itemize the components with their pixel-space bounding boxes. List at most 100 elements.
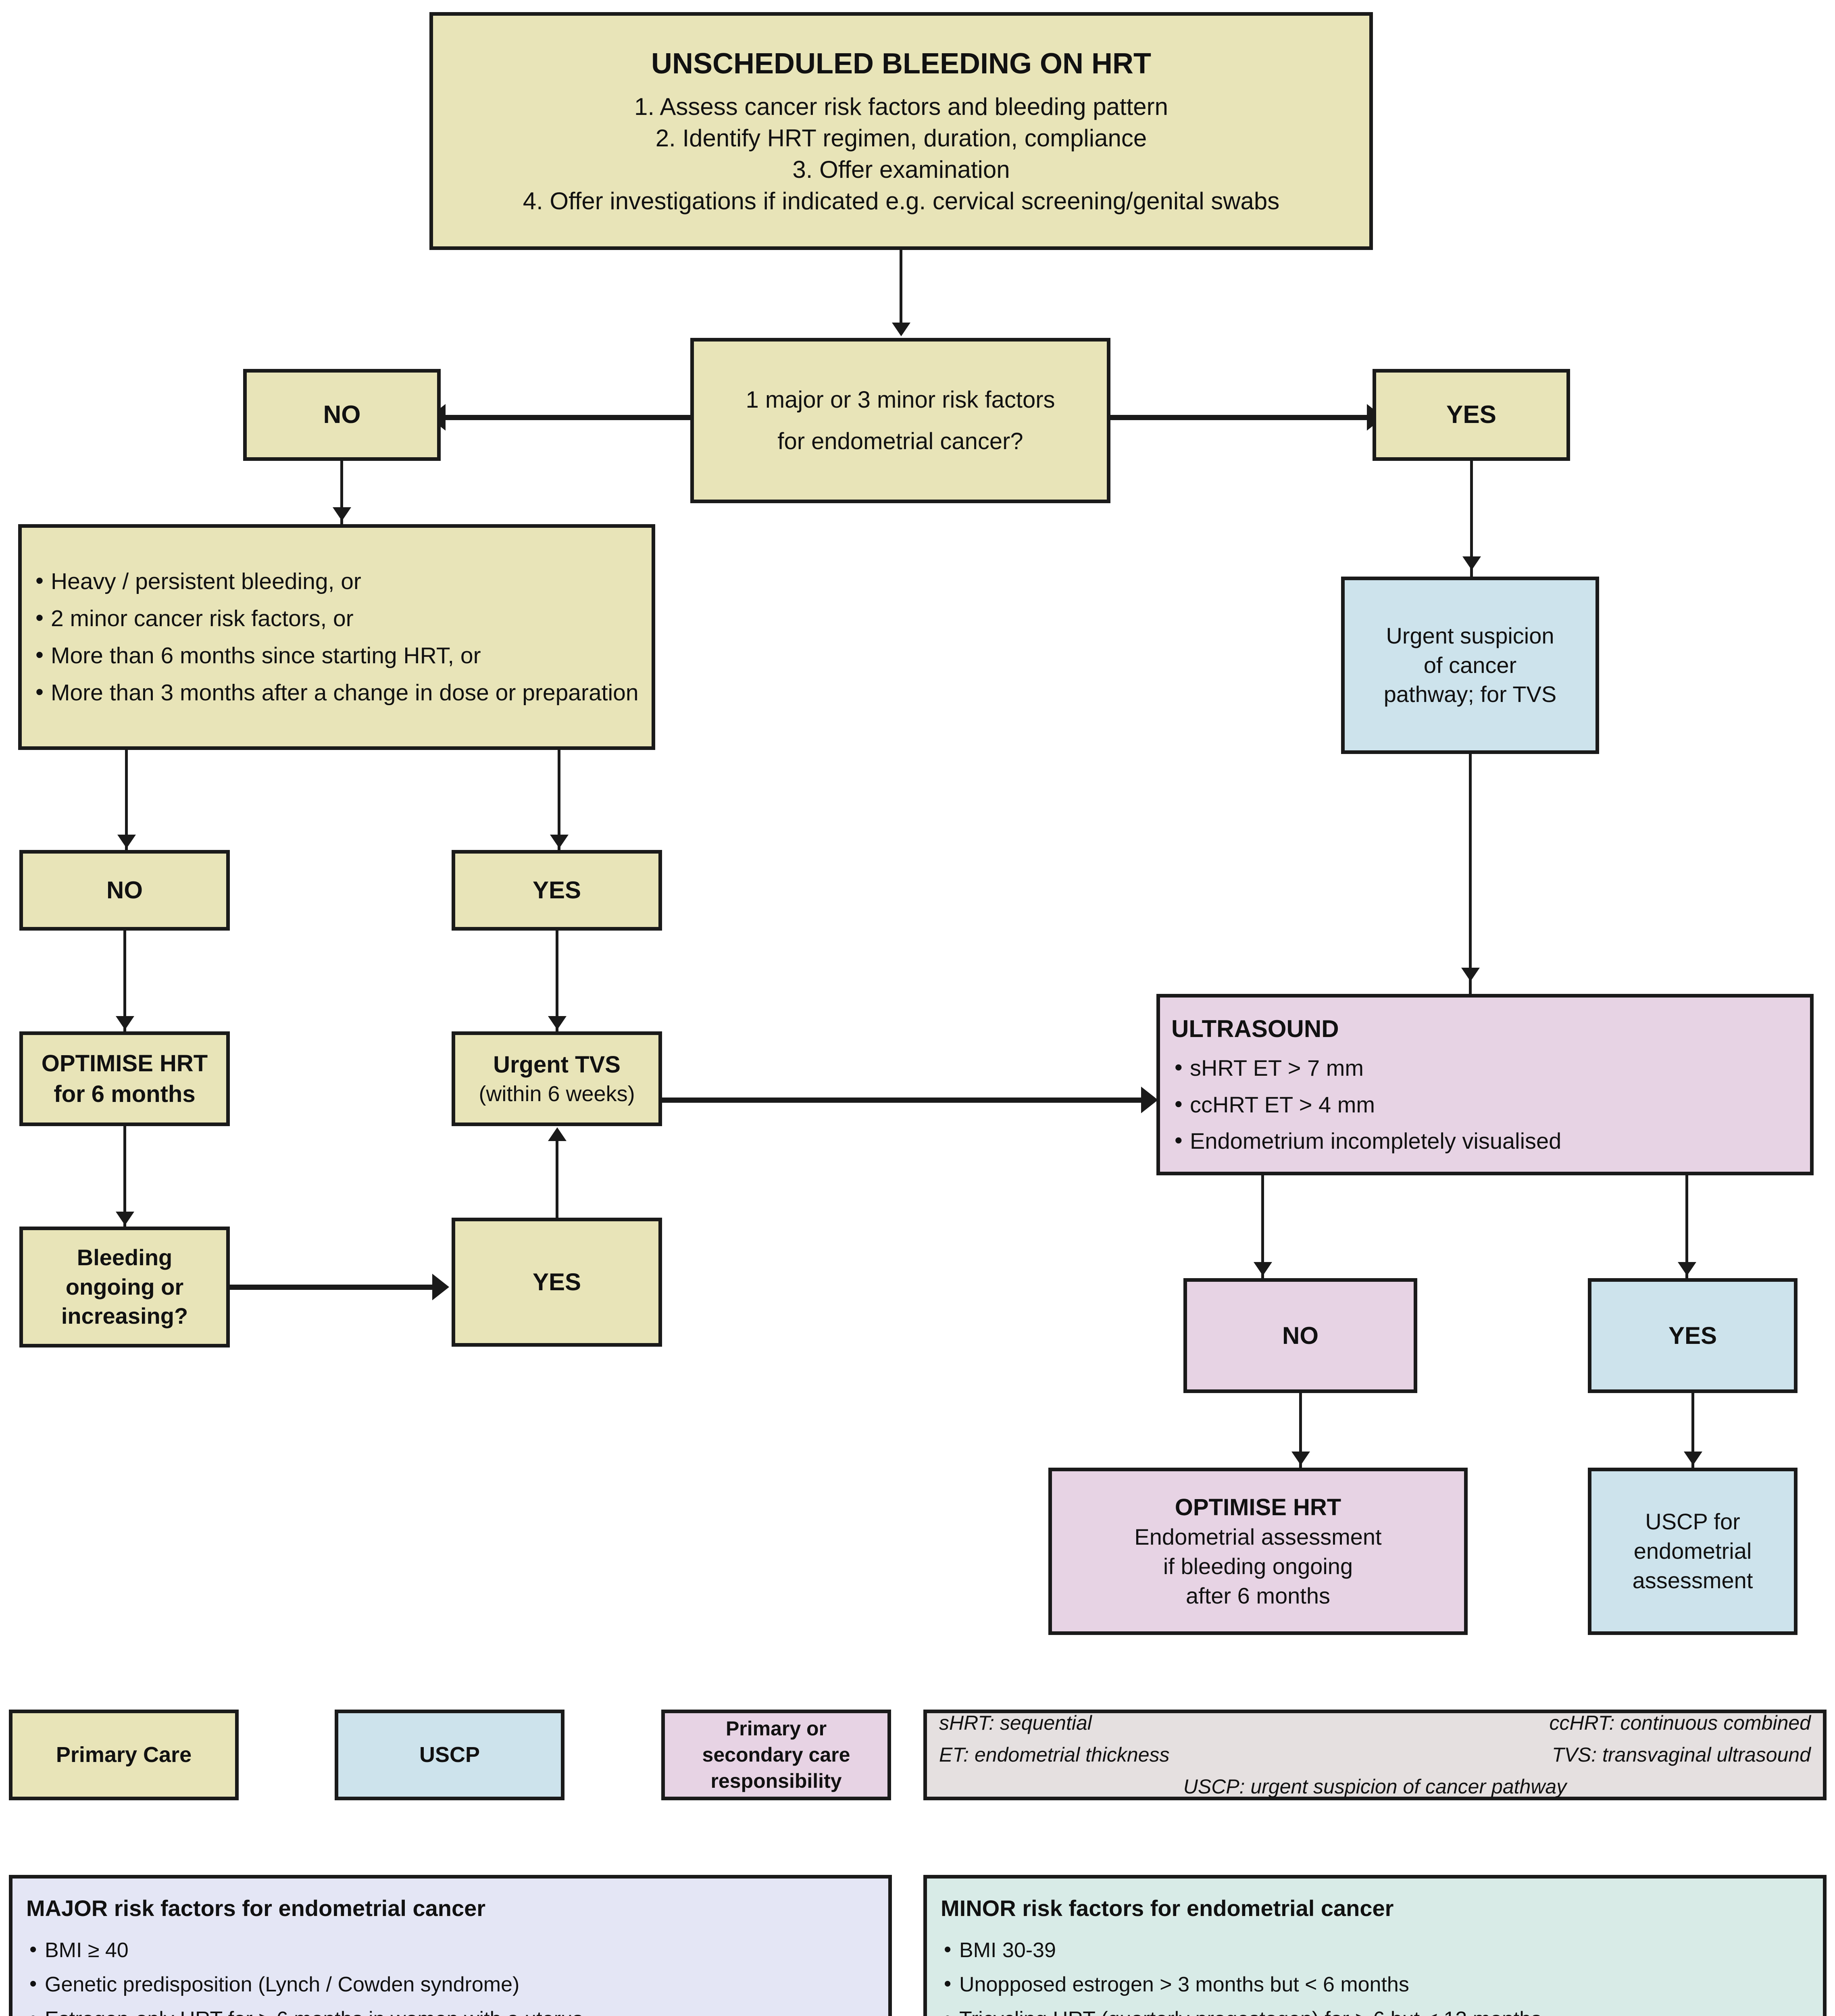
arrowhead-criteria-to-no2: [117, 835, 136, 848]
minor-risk-factors-list: BMI 30-39 Unopposed estrogen > 3 months …: [941, 1936, 1809, 2016]
arrowhead-start-to-decision: [892, 323, 910, 336]
criteria-yes-label: YES: [532, 877, 581, 904]
connector-bleeding-to-yes3: [230, 1285, 433, 1290]
start-step-4: 4. Offer investigations if indicated e.g…: [523, 187, 1280, 215]
connector-criteria-to-no2: [125, 749, 128, 850]
arrowhead-tvs-to-ultrasound: [1141, 1087, 1158, 1113]
arrowhead-yes2-to-tvs: [548, 1016, 567, 1030]
ultrasound-box: ULTRASOUND sHRT ET > 7 mm ccHRT ET > 4 m…: [1156, 994, 1814, 1175]
legend-primary-care-label: Primary Care: [56, 1743, 192, 1767]
criteria-no-label: NO: [106, 877, 143, 904]
uscp-outcome-line-1: USCP for: [1645, 1509, 1740, 1535]
ultrasound-yes-label: YES: [1668, 1322, 1717, 1349]
legend-shared-care-box: Primary or secondary care responsibility: [661, 1710, 891, 1800]
ultrasound-no-box: NO: [1183, 1278, 1417, 1393]
optimise-hrt-right-line-2: if bleeding ongoing: [1163, 1553, 1353, 1579]
risk-yes-box: YES: [1373, 369, 1570, 461]
bleeding-yes-box: YES: [452, 1218, 662, 1347]
ultrasound-title: ULTRASOUND: [1171, 1015, 1339, 1042]
bleeding-question-line-2: ongoing or: [65, 1274, 184, 1300]
connector-yes4-to-uscp-outcome: [1691, 1393, 1694, 1468]
abbr-uscp: USCP: urgent suspicion of cancer pathway: [1183, 1775, 1567, 1798]
connector-no-to-criteria: [340, 461, 343, 535]
abbr-et: ET: endometrial thickness: [939, 1743, 1170, 1766]
uscp-referral-line-1: Urgent suspicion: [1386, 623, 1554, 648]
arrowhead-yes-to-uscp: [1462, 556, 1481, 570]
start-step-1: 1. Assess cancer risk factors and bleedi…: [634, 93, 1168, 120]
connector-tvs-to-ultrasound: [661, 1098, 1143, 1103]
connector-ultrasound-to-no: [1261, 1175, 1264, 1278]
risk-no-box: NO: [243, 369, 441, 461]
uscp-outcome-line-2: endometrial: [1633, 1538, 1752, 1564]
criteria-item: More than 6 months since starting HRT, o…: [32, 640, 641, 671]
risk-yes-label: YES: [1446, 400, 1497, 429]
connector-yes-to-uscp: [1470, 461, 1473, 582]
abbr-cchrt: ccHRT: continuous combined: [1549, 1712, 1811, 1734]
legend-abbreviations-box: sHRT: sequential ccHRT: continuous combi…: [923, 1710, 1827, 1800]
uscp-referral-line-3: pathway; for TVS: [1383, 681, 1557, 707]
legend-primary-care-box: Primary Care: [9, 1710, 239, 1800]
minor-risk-item: Tricycling HRT (quarterly progestogen) f…: [941, 2005, 1809, 2016]
connector-optimise-to-bleeding: [123, 1126, 126, 1227]
bleeding-question-line-1: Bleeding: [77, 1244, 173, 1270]
legend-uscp-box: USCP: [335, 1710, 564, 1800]
arrowhead-yes3-to-tvs: [548, 1127, 567, 1141]
criteria-item: Heavy / persistent bleeding, or: [32, 566, 641, 596]
minor-risk-item: Unopposed estrogen > 3 months but < 6 mo…: [941, 1970, 1809, 1999]
start-step-3: 3. Offer examination: [792, 156, 1010, 183]
connector-start-to-decision: [900, 250, 902, 329]
uscp-referral-line-2: of cancer: [1423, 652, 1517, 678]
criteria-item: More than 3 months after a change in dos…: [32, 677, 641, 708]
legend-shared-care-line-1: Primary or: [725, 1717, 827, 1740]
connector-uscp-to-ultrasound: [1469, 754, 1472, 996]
connector-no4-to-optimise-right: [1299, 1393, 1302, 1468]
connector-decision-to-yes: [1110, 415, 1368, 420]
ultrasound-no-label: NO: [1282, 1322, 1318, 1349]
major-risk-item: Estrogen-only HRT for > 6 months in wome…: [26, 2005, 875, 2016]
start-box: UNSCHEDULED BLEEDING ON HRT 1. Assess ca…: [429, 12, 1373, 250]
risk-decision-box: 1 major or 3 minor risk factors for endo…: [690, 338, 1110, 503]
legend-uscp-label: USCP: [419, 1743, 480, 1767]
uscp-outcome-box: USCP for endometrial assessment: [1588, 1468, 1798, 1635]
minor-risk-item: BMI 30-39: [941, 1936, 1809, 1964]
arrowhead-no4-to-optimise-right: [1291, 1452, 1310, 1465]
arrowhead-yes4-to-uscp-outcome: [1684, 1452, 1702, 1465]
connector-decision-to-no: [446, 415, 692, 420]
optimise-hrt-right-box: OPTIMISE HRT Endometrial assessment if b…: [1048, 1468, 1468, 1635]
risk-decision-line-2: for endometrial cancer?: [777, 428, 1023, 454]
optimise-hrt-left-subtitle: for 6 months: [54, 1081, 196, 1107]
connector-yes3-to-tvs: [556, 1141, 558, 1220]
legend-shared-care-line-3: responsibility: [710, 1770, 842, 1792]
criteria-list: Heavy / persistent bleeding, or 2 minor …: [32, 566, 641, 708]
connector-no2-to-optimise: [123, 931, 126, 1031]
risk-no-label: NO: [323, 400, 361, 429]
major-risk-item: BMI ≥ 40: [26, 1936, 875, 1964]
arrowhead-ultrasound-to-yes: [1678, 1262, 1696, 1276]
arrowhead-no-to-criteria: [333, 507, 351, 521]
risk-decision-line-1: 1 major or 3 minor risk factors: [746, 386, 1055, 413]
optimise-hrt-right-line-1: Endometrial assessment: [1134, 1524, 1382, 1549]
major-risk-item: Genetic predisposition (Lynch / Cowden s…: [26, 1970, 875, 1999]
bleeding-yes-label: YES: [532, 1268, 581, 1295]
minor-risk-factors-title: MINOR risk factors for endometrial cance…: [941, 1895, 1394, 1921]
criteria-box: Heavy / persistent bleeding, or 2 minor …: [18, 524, 655, 750]
optimise-hrt-right-line-3: after 6 months: [1186, 1583, 1330, 1608]
arrowhead-uscp-to-ultrasound: [1461, 968, 1480, 981]
abbr-tvs: TVS: transvaginal ultrasound: [1552, 1743, 1811, 1766]
arrowhead-optimise-to-bleeding: [116, 1212, 134, 1225]
arrowhead-bleeding-to-yes3: [432, 1274, 449, 1300]
minor-risk-factors-box: MINOR risk factors for endometrial cance…: [923, 1875, 1827, 2016]
connector-criteria-to-yes2: [558, 749, 560, 850]
uscp-referral-box: Urgent suspicion of cancer pathway; for …: [1341, 577, 1599, 754]
criteria-no-box: NO: [19, 850, 230, 931]
major-risk-factors-title: MAJOR risk factors for endometrial cance…: [26, 1895, 486, 1921]
ultrasound-item: sHRT ET > 7 mm: [1171, 1053, 1799, 1083]
arrowhead-ultrasound-to-no: [1254, 1262, 1272, 1276]
optimise-hrt-left-title: OPTIMISE HRT: [41, 1050, 208, 1077]
start-step-2: 2. Identify HRT regimen, duration, compl…: [655, 124, 1147, 152]
ultrasound-list: sHRT ET > 7 mm ccHRT ET > 4 mm Endometri…: [1171, 1053, 1799, 1156]
bleeding-question-line-3: increasing?: [61, 1303, 188, 1329]
connector-ultrasound-to-yes: [1685, 1175, 1688, 1278]
legend-shared-care-line-2: secondary care: [702, 1743, 850, 1766]
criteria-item: 2 minor cancer risk factors, or: [32, 603, 641, 633]
